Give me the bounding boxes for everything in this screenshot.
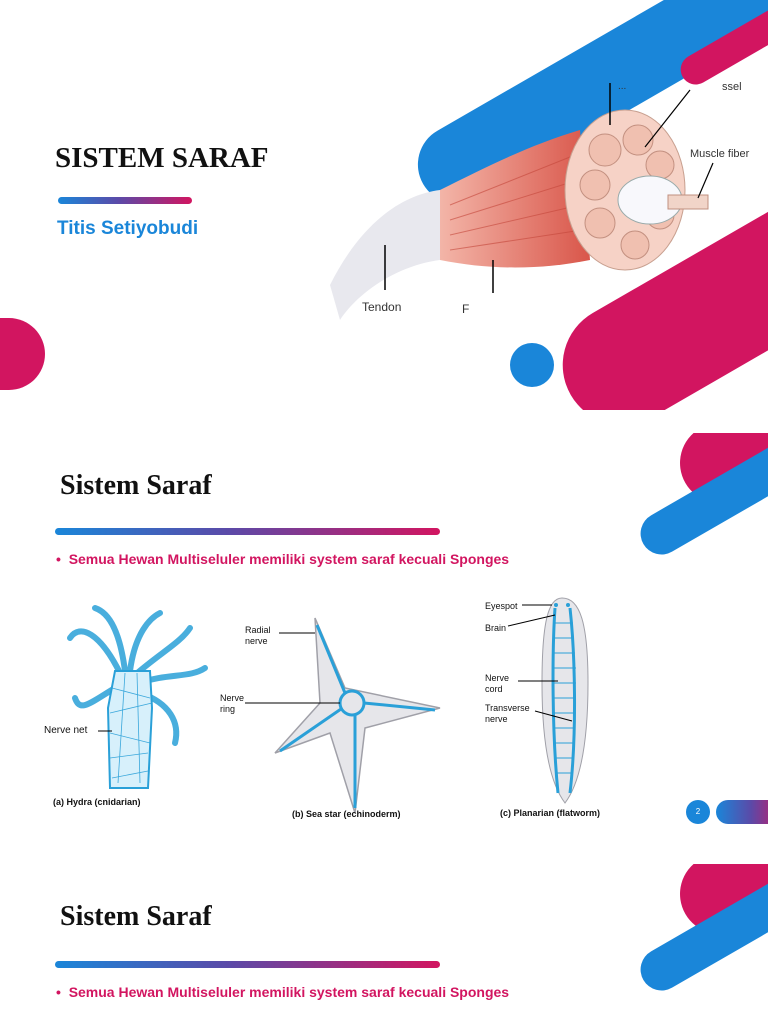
bullet-label: Semua Hewan Multiseluler memiliki system… (68, 551, 510, 567)
deco-magenta-left (0, 318, 45, 390)
label-eyespot: Eyespot (485, 601, 518, 611)
label-radial-1: Radial (245, 625, 271, 635)
label-cord-2: cord (485, 684, 503, 694)
slide-heading-2: Sistem Saraf (60, 901, 212, 932)
deco-blue-circle (510, 343, 554, 387)
page-number-badge: 2 (686, 800, 710, 824)
bullet-dot: • (56, 551, 69, 567)
label-nerve-net: Nerve net (44, 725, 88, 736)
label-cord-1: Nerve (485, 673, 509, 683)
hydra-figure: (a) Hydra (cnidarian) (53, 605, 208, 807)
author-name: Titis Setiyobudi (57, 218, 199, 239)
planarian-figure: Eyespot Brain Nerve cord Transverse nerv… (485, 597, 600, 818)
label-vessel: ssel (722, 81, 742, 93)
label-radial-2: nerve (245, 636, 268, 646)
label-transverse-2: nerve (485, 714, 508, 724)
label-muscle-fiber: Muscle fiber (690, 148, 750, 160)
slide-content-2: Sistem Saraf • Semua Hewan Multiseluler … (0, 864, 768, 1024)
hydra-caption: (a) Hydra (cnidarian) (53, 797, 141, 807)
label-transverse-1: Transverse (485, 703, 530, 713)
planarian-caption: (c) Planarian (flatworm) (500, 808, 600, 818)
bullet-text: • Semua Hewan Multiseluler memiliki syst… (56, 551, 509, 567)
slide-title-text: SISTEM SARAF (55, 142, 269, 174)
bullet-text-2: • Semua Hewan Multiseluler memiliki syst… (56, 984, 509, 1000)
slide-heading: Sistem Saraf (60, 470, 212, 501)
label-ring-2: ring (220, 704, 235, 714)
slide-content-1: Sistem Saraf • Semua Hewan Multiseluler … (0, 433, 768, 843)
bullet-dot-2: • (56, 984, 69, 1000)
label-bottom: F (462, 302, 469, 316)
seastar-caption: (b) Sea star (echinoderm) (292, 809, 401, 819)
label-ring-1: Nerve (220, 693, 244, 703)
page-number: 2 (695, 807, 701, 816)
label-tendon: Tendon (362, 300, 401, 314)
muscle-diagram: ... ssel Muscle fiber Tendon F (330, 81, 750, 320)
seastar-figure: Radial nerve Nerve ring (b) Sea star (ec… (220, 617, 441, 819)
bullet-label-2: Semua Hewan Multiseluler memiliki system… (68, 984, 510, 1000)
heading-underline (55, 528, 440, 535)
heading-underline-2 (55, 961, 440, 968)
label-brain: Brain (485, 623, 506, 633)
label-top-left: ... (618, 81, 626, 92)
page-number-bar (716, 800, 768, 824)
slide-title: ... ssel Muscle fiber Tendon F SISTEM SA… (0, 0, 768, 410)
title-underline (58, 197, 192, 204)
